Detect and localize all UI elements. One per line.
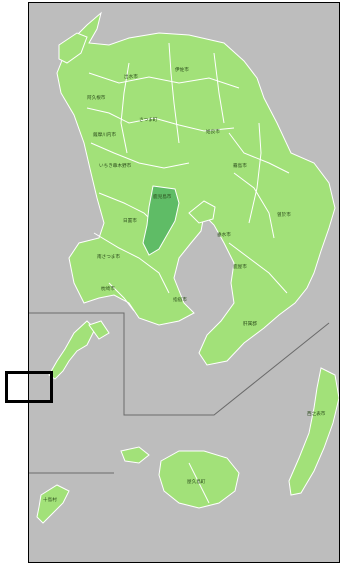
sakurajima-island[interactable]: [188, 200, 216, 224]
label-satsuma: さつま町: [139, 116, 158, 123]
label-tarumizu: 垂水市: [217, 231, 231, 238]
mainland-region[interactable]: [56, 11, 336, 366]
label-aira: 姶良市: [206, 128, 220, 135]
label-nishinoomote: 西之表市: [307, 410, 326, 417]
kuchinoerabu-island[interactable]: [120, 446, 150, 464]
label-kimotsuki: 肝属郡: [243, 320, 257, 327]
label-kirishima: 霧島市: [233, 162, 247, 169]
label-soo: 曽於市: [277, 211, 291, 218]
nagashima-island[interactable]: [58, 32, 88, 64]
yakushima-island[interactable]: [158, 450, 240, 509]
label-makurazaki: 枕崎市: [101, 285, 115, 292]
label-minamisatsuma: 南さつま市: [97, 253, 120, 260]
label-isa: 伊佐市: [175, 66, 189, 73]
label-izumi: 出水市: [124, 73, 138, 80]
label-kanoya: 鹿屋市: [233, 263, 247, 270]
label-akune: 阿久根市: [87, 94, 106, 101]
kagoshima-map[interactable]: 出水市 伊佐市 阿久根市 さつま町 薩摩川内市 姶良市 いちき串木野市 霧島市 …: [29, 3, 340, 563]
label-hioki: 日置市: [123, 217, 137, 224]
map-frame: 出水市 伊佐市 阿久根市 さつま町 薩摩川内市 姶良市 いちき串木野市 霧島市 …: [28, 2, 340, 563]
label-satsumasendai: 薩摩川内市: [93, 131, 116, 138]
kagoshima-city-region[interactable]: [142, 185, 180, 256]
label-yakushima: 屋久島町: [187, 478, 206, 485]
label-kagoshima-islands: 十島村: [43, 496, 57, 503]
label-ibusuki: 指宿市: [173, 296, 187, 303]
divider-line: [29, 312, 330, 416]
koshikijima-islands[interactable]: [48, 320, 96, 380]
label-ichikikushikino: いちき串木野市: [99, 162, 132, 169]
label-kagoshima: 鹿児島市: [153, 193, 172, 200]
highlight-box: [5, 371, 53, 403]
koshikijima-small-island[interactable]: [88, 320, 110, 340]
satsunan-islands[interactable]: [36, 484, 70, 524]
tanegashima-island[interactable]: [288, 367, 339, 496]
